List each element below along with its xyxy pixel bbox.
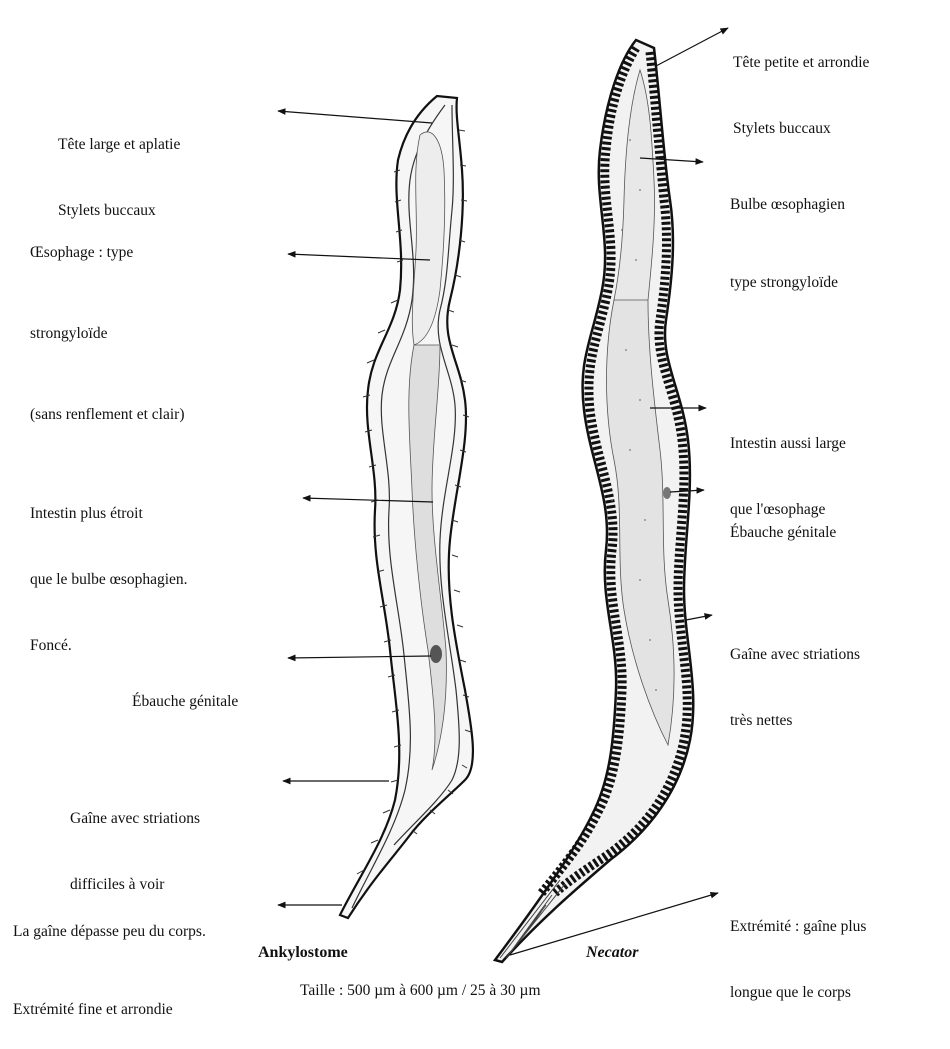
ankylostome-genital-primordium [430,645,442,663]
nec-head-line-2: Stylets buccaux [733,118,869,140]
nec-bulb-label: Bulbe œsophagien type strongyloïde [730,140,845,322]
ank-intestine-line-2: que le bulbe œsophagien. [30,569,188,591]
nec-sheath-label: Gaîne avec striations très nettes [730,600,860,754]
ank-intestine-line-1: Intestin plus étroit [30,503,188,525]
ank-intestine-label: Intestin plus étroit que le bulbe œsopha… [30,459,188,679]
nec-genital-label: Ébauche génitale [730,478,836,566]
leader-nec-head [656,28,728,66]
nec-bulb-line-2: type strongyloïde [730,270,845,296]
ank-oesophagus-line-1: Œsophage : type [30,239,185,266]
ankylostome-caption: Ankylostome [258,944,348,962]
nec-bulb-line-1: Bulbe œsophagien [730,192,845,218]
ank-oesophagus-line-3: (sans renflement et clair) [30,401,185,428]
ank-tail-line-1: La gaîne dépasse peu du corps. [13,919,206,945]
ank-tail-label: La gaîne dépasse peu du corps. Extrémité… [13,867,206,1049]
nec-sheath-line-1: Gaîne avec striations [730,644,860,666]
nec-head-label: Tête petite et arrondie Stylets buccaux [733,8,869,162]
size-footer: Taille : 500 µm à 600 µm / 25 à 30 µm [300,982,541,1000]
ank-genital-label: Ébauche génitale [132,647,238,735]
nec-tail-line-2: longue que le corps [730,982,866,1004]
nec-tail-line-1: Extrémité : gaîne plus [730,916,866,938]
nec-sheath-line-2: très nettes [730,710,860,732]
nec-intestine-line-1: Intestin aussi large [730,433,846,455]
larvae-comparison-diagram: Tête large et aplatie Stylets buccaux Œs… [0,0,950,1009]
leader-ank-head [278,111,432,123]
ank-head-line-1: Tête large et aplatie [58,134,180,156]
leader-nec-sheath [686,615,712,620]
ank-genital-line-1: Ébauche génitale [132,691,238,713]
nec-genital-line-1: Ébauche génitale [730,522,836,544]
ank-sheath-line-1: Gaîne avec striations [70,808,200,830]
ankylostome-sheath [340,96,473,918]
ank-tail-line-2: Extrémité fine et arrondie [13,997,206,1023]
necator-larva [495,40,693,962]
ank-oesophagus-line-2: strongyloïde [30,320,185,347]
nec-head-line-1: Tête petite et arrondie [733,52,869,74]
ankylostome-larva [340,96,473,918]
ank-oesophagus-label: Œsophage : type strongyloïde (sans renfl… [30,185,185,455]
necator-genital-primordium [663,487,671,499]
nec-tail-label: Extrémité : gaîne plus longue que le cor… [730,872,866,1026]
necator-caption: Necator [586,944,638,962]
